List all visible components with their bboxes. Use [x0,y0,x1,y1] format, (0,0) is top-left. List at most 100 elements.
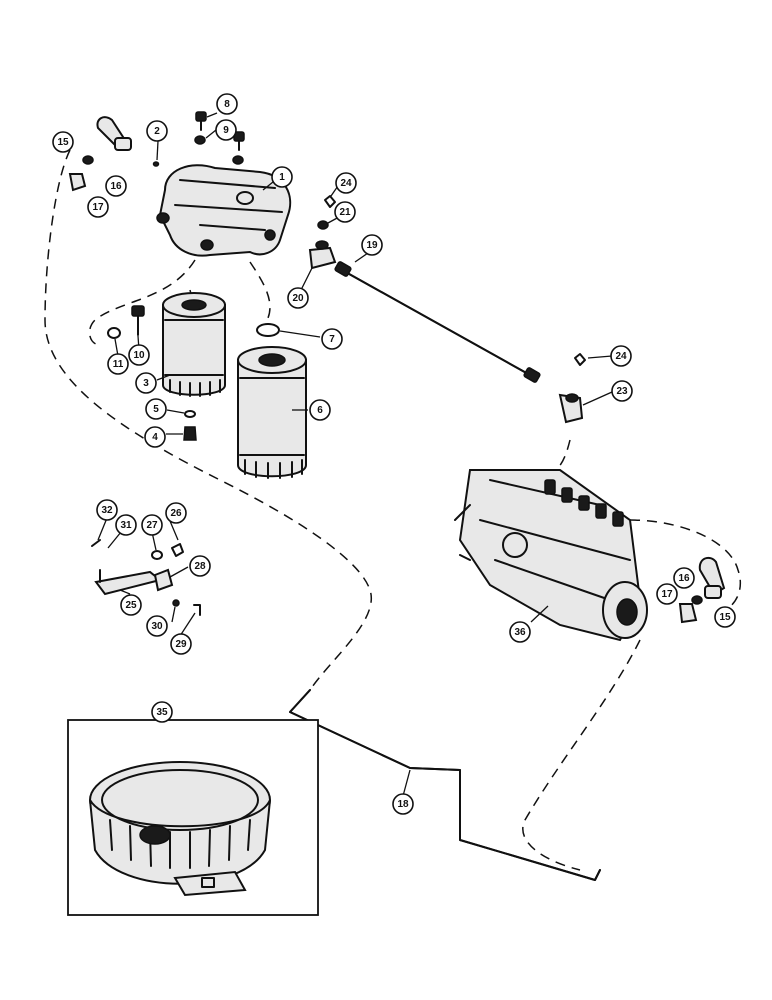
callout-circle [135,372,157,394]
callout-c5: 5 [145,398,167,420]
callout-c36: 36 [509,621,531,643]
inset-box [67,719,319,916]
callout-number: 1 [279,172,285,183]
callout-number: 15 [719,612,731,623]
callout-circle [96,499,118,521]
callout-circle [141,514,163,536]
callout-number: 35 [156,707,168,718]
callout-c24b: 24 [610,345,632,367]
callout-circle [146,615,168,637]
callout-c9: 9 [215,119,237,141]
callout-circle [714,606,736,628]
callout-number: 23 [616,386,628,397]
callout-circle [107,353,129,375]
callout-circle [271,166,293,188]
callout-c26: 26 [165,502,187,524]
callout-c15a: 15 [52,131,74,153]
callout-c1: 1 [271,166,293,188]
callout-number: 28 [194,561,206,572]
callout-c20: 20 [287,287,309,309]
callout-circle [105,175,127,197]
filter-head [156,164,292,257]
callout-circle [361,234,383,256]
callout-number: 3 [143,378,149,389]
o-ring [256,323,280,337]
callout-number: 26 [170,508,182,519]
callout-number: 7 [329,334,335,345]
callout-circle [146,120,168,142]
callout-number: 17 [92,202,104,213]
callout-circle [287,287,309,309]
callout-c16b: 16 [673,567,695,589]
callout-number: 9 [223,125,229,136]
callout-c18: 18 [392,793,414,815]
callout-c6: 6 [309,399,331,421]
callout-number: 2 [154,126,160,137]
callout-number: 24 [615,351,627,362]
callout-number: 10 [133,350,145,361]
callout-number: 29 [175,639,187,650]
callout-number: 31 [120,520,132,531]
callout-number: 32 [101,505,113,516]
callout-c27: 27 [141,514,163,536]
callout-circle [215,119,237,141]
callout-number: 36 [514,627,526,638]
callout-number: 16 [110,181,122,192]
callout-c11: 11 [107,353,129,375]
callout-circle [52,131,74,153]
callout-number: 16 [678,573,690,584]
callout-c19: 19 [361,234,383,256]
fuel-filter-small [162,292,226,397]
callout-circle [309,399,331,421]
fuel-filter-large [237,346,307,479]
callout-number: 15 [57,137,69,148]
callout-number: 17 [661,589,673,600]
callout-circle [611,380,633,402]
callout-number: 30 [151,621,163,632]
callout-c16a: 16 [105,175,127,197]
callout-c24a: 24 [335,172,357,194]
callout-circle [335,172,357,194]
leader-lines [97,112,613,797]
callout-number: 8 [224,99,230,110]
callout-circle [216,93,238,115]
callout-circle [509,621,531,643]
callout-circle [145,398,167,420]
fuel-line [334,261,541,383]
callout-number: 20 [292,293,304,304]
callout-circle [392,793,414,815]
elbow-fitting-top [68,116,132,192]
callout-c4: 4 [144,426,166,448]
callout-circle [120,594,142,616]
callout-c3: 3 [135,372,157,394]
callout-c7: 7 [321,328,343,350]
callout-circle [189,555,211,577]
callout-c32: 32 [96,499,118,521]
callout-c31: 31 [115,514,137,536]
callout-circle [673,567,695,589]
callout-c23: 23 [611,380,633,402]
elbow-fitting-right [678,556,726,624]
callout-circle [151,701,173,723]
callout-circle [87,196,109,218]
callout-number: 5 [153,404,159,415]
callout-c29: 29 [170,633,192,655]
bolts-and-washers [107,111,245,441]
callout-circle [165,502,187,524]
callout-circle [656,583,678,605]
callout-c25: 25 [120,594,142,616]
callout-circle [334,201,356,223]
callout-circle [610,345,632,367]
callout-number: 19 [366,240,378,251]
callout-c15b: 15 [714,606,736,628]
injection-pump [454,469,648,642]
callout-c8: 8 [216,93,238,115]
callout-circle [115,514,137,536]
callout-number: 25 [125,600,137,611]
callout-number: 6 [317,405,323,416]
banjo-fittings [308,195,586,424]
callout-c17a: 17 [87,196,109,218]
callout-circle [128,344,150,366]
